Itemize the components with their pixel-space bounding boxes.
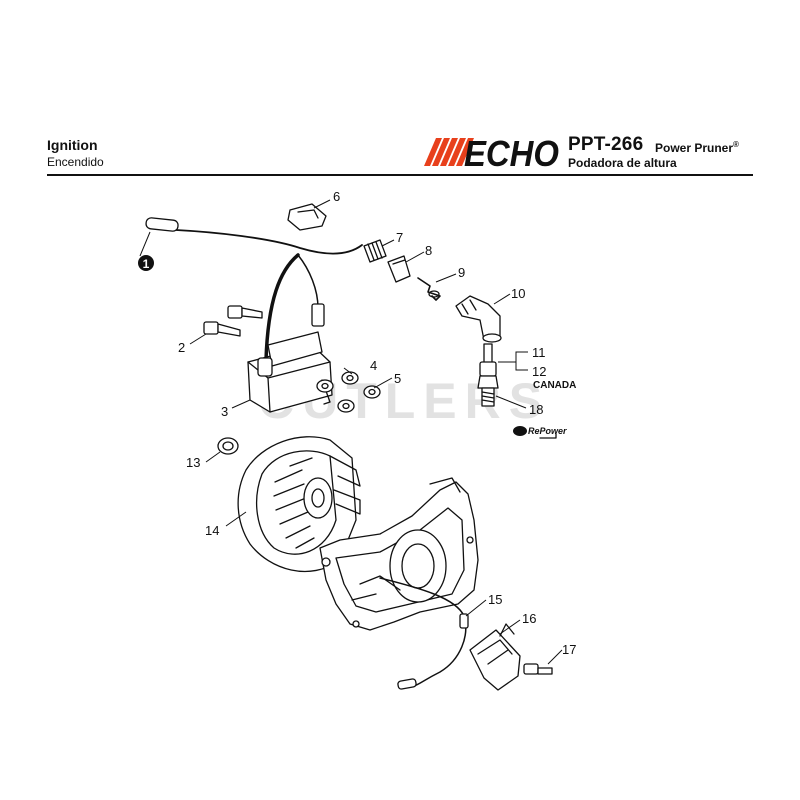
callout-15: 15 [488, 592, 502, 607]
part-4-5-washers [316, 371, 381, 413]
callout-9: 9 [458, 265, 465, 280]
repower-mark [513, 426, 557, 439]
callout-12: 12 [532, 364, 546, 379]
part-6-grommet [287, 203, 327, 231]
part-15-stop-wire [379, 577, 469, 690]
part-2-bolts [203, 305, 263, 337]
part-17-screw [523, 663, 553, 675]
product-name-text: Power Pruner [655, 141, 734, 155]
model-number: PPT-266 [568, 134, 644, 155]
echo-logo: ECHO [424, 133, 559, 174]
callout-18: 18 [529, 402, 543, 417]
callout-16: 16 [522, 611, 536, 626]
part-18-spark-plug [477, 343, 499, 407]
logo-wordmark: ECHO [464, 133, 559, 174]
callout-numbers: 1 2 3 4 5 6 7 8 9 10 11 12 CANADA 18 ReP… [138, 189, 576, 657]
crankcase-housing [319, 477, 479, 631]
part-7-spring [363, 239, 387, 263]
callout-5: 5 [394, 371, 401, 386]
callout-6: 6 [333, 189, 340, 204]
part-10-plug-boot [455, 295, 502, 343]
callout-4: 4 [370, 358, 377, 373]
part-8-clip [387, 255, 411, 283]
callout-2: 2 [178, 340, 185, 355]
logo-stripes [424, 138, 474, 166]
callout-1: 1 [143, 257, 150, 271]
part-1-ignition-wire [145, 217, 363, 255]
callout-7: 7 [396, 230, 403, 245]
callout-17: 17 [562, 642, 576, 657]
product-name-spanish: Podadora de altura [568, 156, 677, 170]
part-16-bracket [469, 623, 521, 691]
part-14-flywheel [237, 436, 361, 573]
callout-10: 10 [511, 286, 525, 301]
callout-11: 11 [532, 345, 546, 360]
callout-1-badge [138, 255, 154, 271]
callout-13: 13 [186, 455, 200, 470]
canada-note: CANADA [533, 380, 576, 391]
part-9-spring-clip [417, 277, 441, 301]
repower-label: RePower [528, 426, 567, 436]
product-name: Power Pruner® [655, 140, 739, 155]
leader-lines [139, 199, 563, 665]
trademark-symbol: ® [733, 140, 739, 149]
callout-14: 14 [205, 523, 219, 538]
page-title: Ignition [47, 137, 98, 153]
callout-3: 3 [221, 404, 228, 419]
header-rule [47, 174, 753, 176]
page-subtitle: Encendido [47, 155, 104, 169]
part-13-nut [217, 437, 239, 455]
callout-8: 8 [425, 243, 432, 258]
